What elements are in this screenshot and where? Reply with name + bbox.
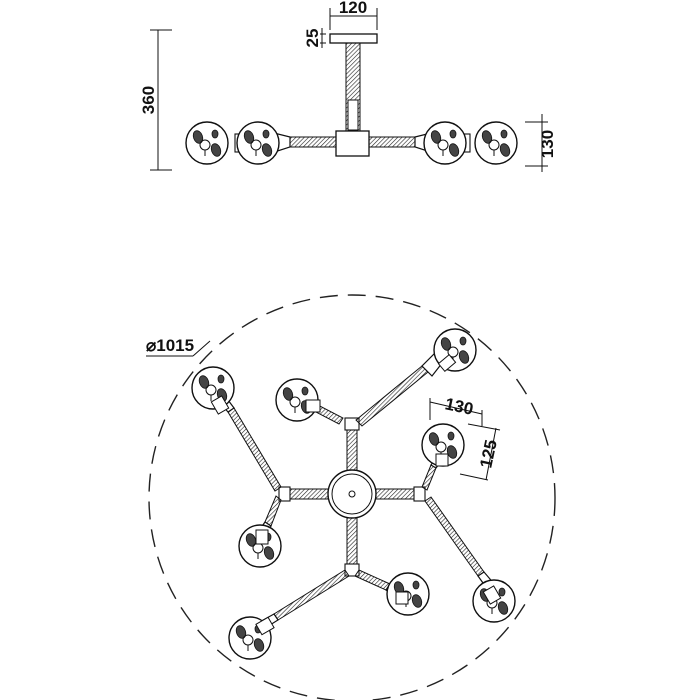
elevation-view: 120 25 360 130 xyxy=(139,0,557,172)
shade-elev-2 xyxy=(236,121,280,165)
shade-elev-4 xyxy=(474,121,518,165)
shade-elev-1 xyxy=(185,121,229,165)
dim-shade-plan-depth: 125 xyxy=(476,438,500,470)
dim-canopy-width: 120 xyxy=(339,0,367,17)
diameter-circle xyxy=(148,294,556,700)
center-hub-plan xyxy=(327,469,377,519)
arm-right xyxy=(368,136,416,148)
plan-view: ⌀1015 xyxy=(146,294,556,700)
shade-elev-3 xyxy=(423,121,467,165)
center-hub xyxy=(335,130,370,157)
dim-shade-height: 130 xyxy=(538,130,557,158)
arm-left xyxy=(289,136,337,148)
dim-shade-plan-width: 130 xyxy=(443,394,475,418)
canopy xyxy=(329,33,378,44)
dim-diameter: ⌀1015 xyxy=(146,336,194,355)
dim-canopy-height: 25 xyxy=(303,29,322,48)
dim-total-height: 360 xyxy=(139,86,158,114)
